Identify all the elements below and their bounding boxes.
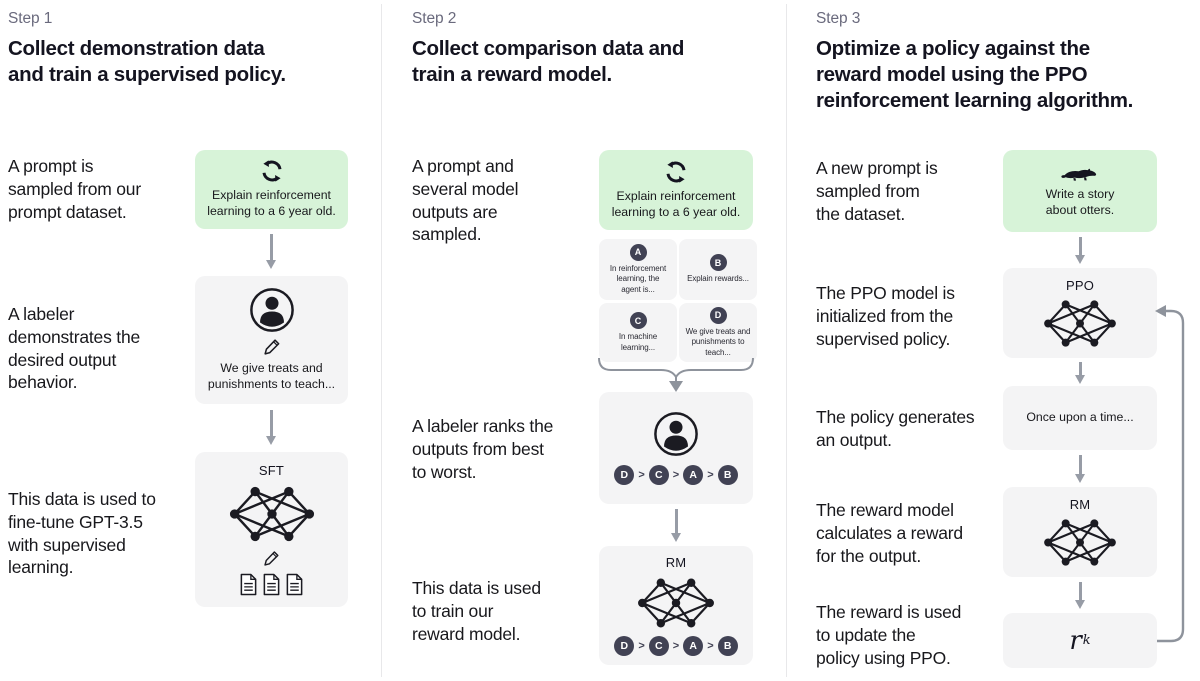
output-box-b: B Explain rewards...	[679, 239, 757, 300]
step3-rm-box: RM	[1003, 487, 1157, 577]
document-icon	[239, 573, 258, 596]
step2-caption-ranks: A labeler ranks the outputs from best to…	[412, 416, 554, 482]
output-box-a: A In reinforcement learning, the agent i…	[599, 239, 677, 300]
badge-a: A	[629, 243, 647, 261]
neural-network-icon	[1043, 517, 1117, 568]
step3-prompt-box: Write a story about otters.	[1003, 150, 1157, 232]
rank-badge-3: A	[683, 465, 704, 485]
document-icon	[285, 573, 304, 596]
column-divider-1	[381, 4, 382, 677]
step3-prompt-text: Write a story about otters.	[1045, 186, 1115, 217]
step2-title: Collect comparison data and train a rewa…	[412, 37, 685, 86]
ppo-label: PPO	[1065, 277, 1095, 293]
reward-symbol: r	[1069, 625, 1082, 656]
step1-prompt-text: Explain reinforcement learning to a 6 ye…	[207, 188, 336, 218]
output-b-text: Explain rewards...	[687, 274, 749, 284]
sft-label: SFT	[258, 463, 285, 478]
step1-label: Step 1	[8, 10, 53, 27]
rm-label: RM	[1069, 496, 1091, 512]
step2-prompt-text: Explain reinforcement learning to a 6 ye…	[611, 188, 741, 219]
documents-row	[239, 573, 304, 596]
rank-badge-1: D	[614, 636, 635, 656]
rank-badge-4: B	[717, 465, 738, 485]
ranking-row: D > C > A > B	[614, 636, 738, 656]
step2-caption-prompt: A prompt and several model outputs are s…	[412, 156, 519, 245]
step1-caption-labeler: A labeler demonstrates the desired outpu…	[8, 304, 141, 393]
badge-b: B	[709, 254, 727, 272]
step2-prompt-box: Explain reinforcement learning to a 6 ye…	[599, 150, 753, 230]
step2-label: Step 2	[412, 10, 457, 27]
rank-badge-3: A	[683, 636, 704, 656]
neural-network-icon	[1043, 298, 1117, 349]
step3-caption-policy-output: The policy generates an output.	[816, 407, 975, 450]
feedback-loop-arrow	[1155, 305, 1185, 643]
step3-caption-reward-update: The reward is used to update the policy …	[816, 602, 962, 668]
rm-label: RM	[665, 555, 687, 570]
step1-labeler-text: We give treats and punishments to teach.…	[207, 361, 336, 391]
rank-badge-4: B	[717, 636, 738, 656]
rank-badge-2: C	[648, 636, 669, 656]
step3-arrow-2	[1075, 362, 1084, 384]
step3-arrow-4	[1075, 582, 1084, 609]
gt-separator: >	[672, 640, 680, 652]
pencil-icon	[263, 338, 281, 356]
output-box-c: C In machine learning...	[599, 303, 677, 362]
step1-caption-prompt: A prompt is sampled from our prompt data…	[8, 156, 141, 222]
neural-network-icon	[637, 576, 715, 630]
output-d-text: We give treats and punishments to teach.…	[685, 326, 751, 357]
neural-network-icon	[229, 484, 315, 544]
step2-arrow-2	[671, 509, 680, 542]
labeler-icon	[653, 411, 699, 457]
step1-prompt-box: Explain reinforcement learning to a 6 ye…	[195, 150, 348, 229]
badge-d: D	[709, 306, 727, 324]
step3-arrow-1	[1075, 237, 1084, 264]
step3-output-text: Once upon a time...	[1026, 410, 1134, 425]
brace-merge-arrow	[598, 357, 754, 392]
badge-c: C	[629, 312, 647, 330]
step3-caption-new-prompt: A new prompt is sampled from the dataset…	[816, 158, 938, 224]
step2-ranking-box: D > C > A > B	[599, 392, 753, 504]
gt-separator: >	[707, 640, 714, 652]
step3-caption-ppo-init: The PPO model is initialized from the su…	[816, 283, 955, 349]
otter-icon	[1060, 164, 1100, 182]
rank-badge-2: C	[648, 465, 669, 485]
resample-icon	[664, 160, 688, 184]
step1-caption-finetune: This data is used to fine-tune GPT-3.5 w…	[8, 489, 156, 578]
step3-output-box: Once upon a time...	[1003, 386, 1157, 450]
step3-caption-rm-reward: The reward model calculates a reward for…	[816, 500, 963, 566]
ranking-row: D > C > A > B	[614, 465, 738, 485]
step3-label: Step 3	[816, 10, 861, 27]
step1-arrow-1	[266, 234, 275, 269]
gt-separator: >	[672, 469, 680, 481]
output-a-text: In reinforcement learning, the agent is.…	[609, 263, 667, 294]
step1-sft-box: SFT	[195, 452, 348, 607]
step1-labeler-box: We give treats and punishments to teach.…	[195, 276, 348, 404]
resample-icon	[260, 159, 284, 183]
reward-subscript: k	[1082, 633, 1091, 648]
gt-separator: >	[638, 469, 645, 481]
step3-arrow-3	[1075, 455, 1084, 483]
step3-ppo-box: PPO	[1003, 268, 1157, 358]
output-c-text: In machine learning...	[618, 332, 658, 352]
rank-badge-1: D	[614, 465, 635, 485]
gt-separator: >	[707, 469, 714, 481]
column-divider-2	[786, 4, 787, 677]
gt-separator: >	[638, 640, 645, 652]
labeler-icon	[249, 287, 295, 333]
step1-arrow-2	[266, 410, 275, 445]
pencil-icon	[263, 550, 280, 567]
step2-rm-box: RM D > C > A > B	[599, 546, 753, 665]
output-box-d: D We give treats and punishments to teac…	[679, 303, 757, 362]
step3-title: Optimize a policy against the reward mod…	[816, 37, 1134, 112]
document-icon	[262, 573, 281, 596]
step2-caption-reward: This data is used to train our reward mo…	[412, 578, 541, 644]
step1-title: Collect demonstration data and train a s…	[8, 37, 286, 86]
